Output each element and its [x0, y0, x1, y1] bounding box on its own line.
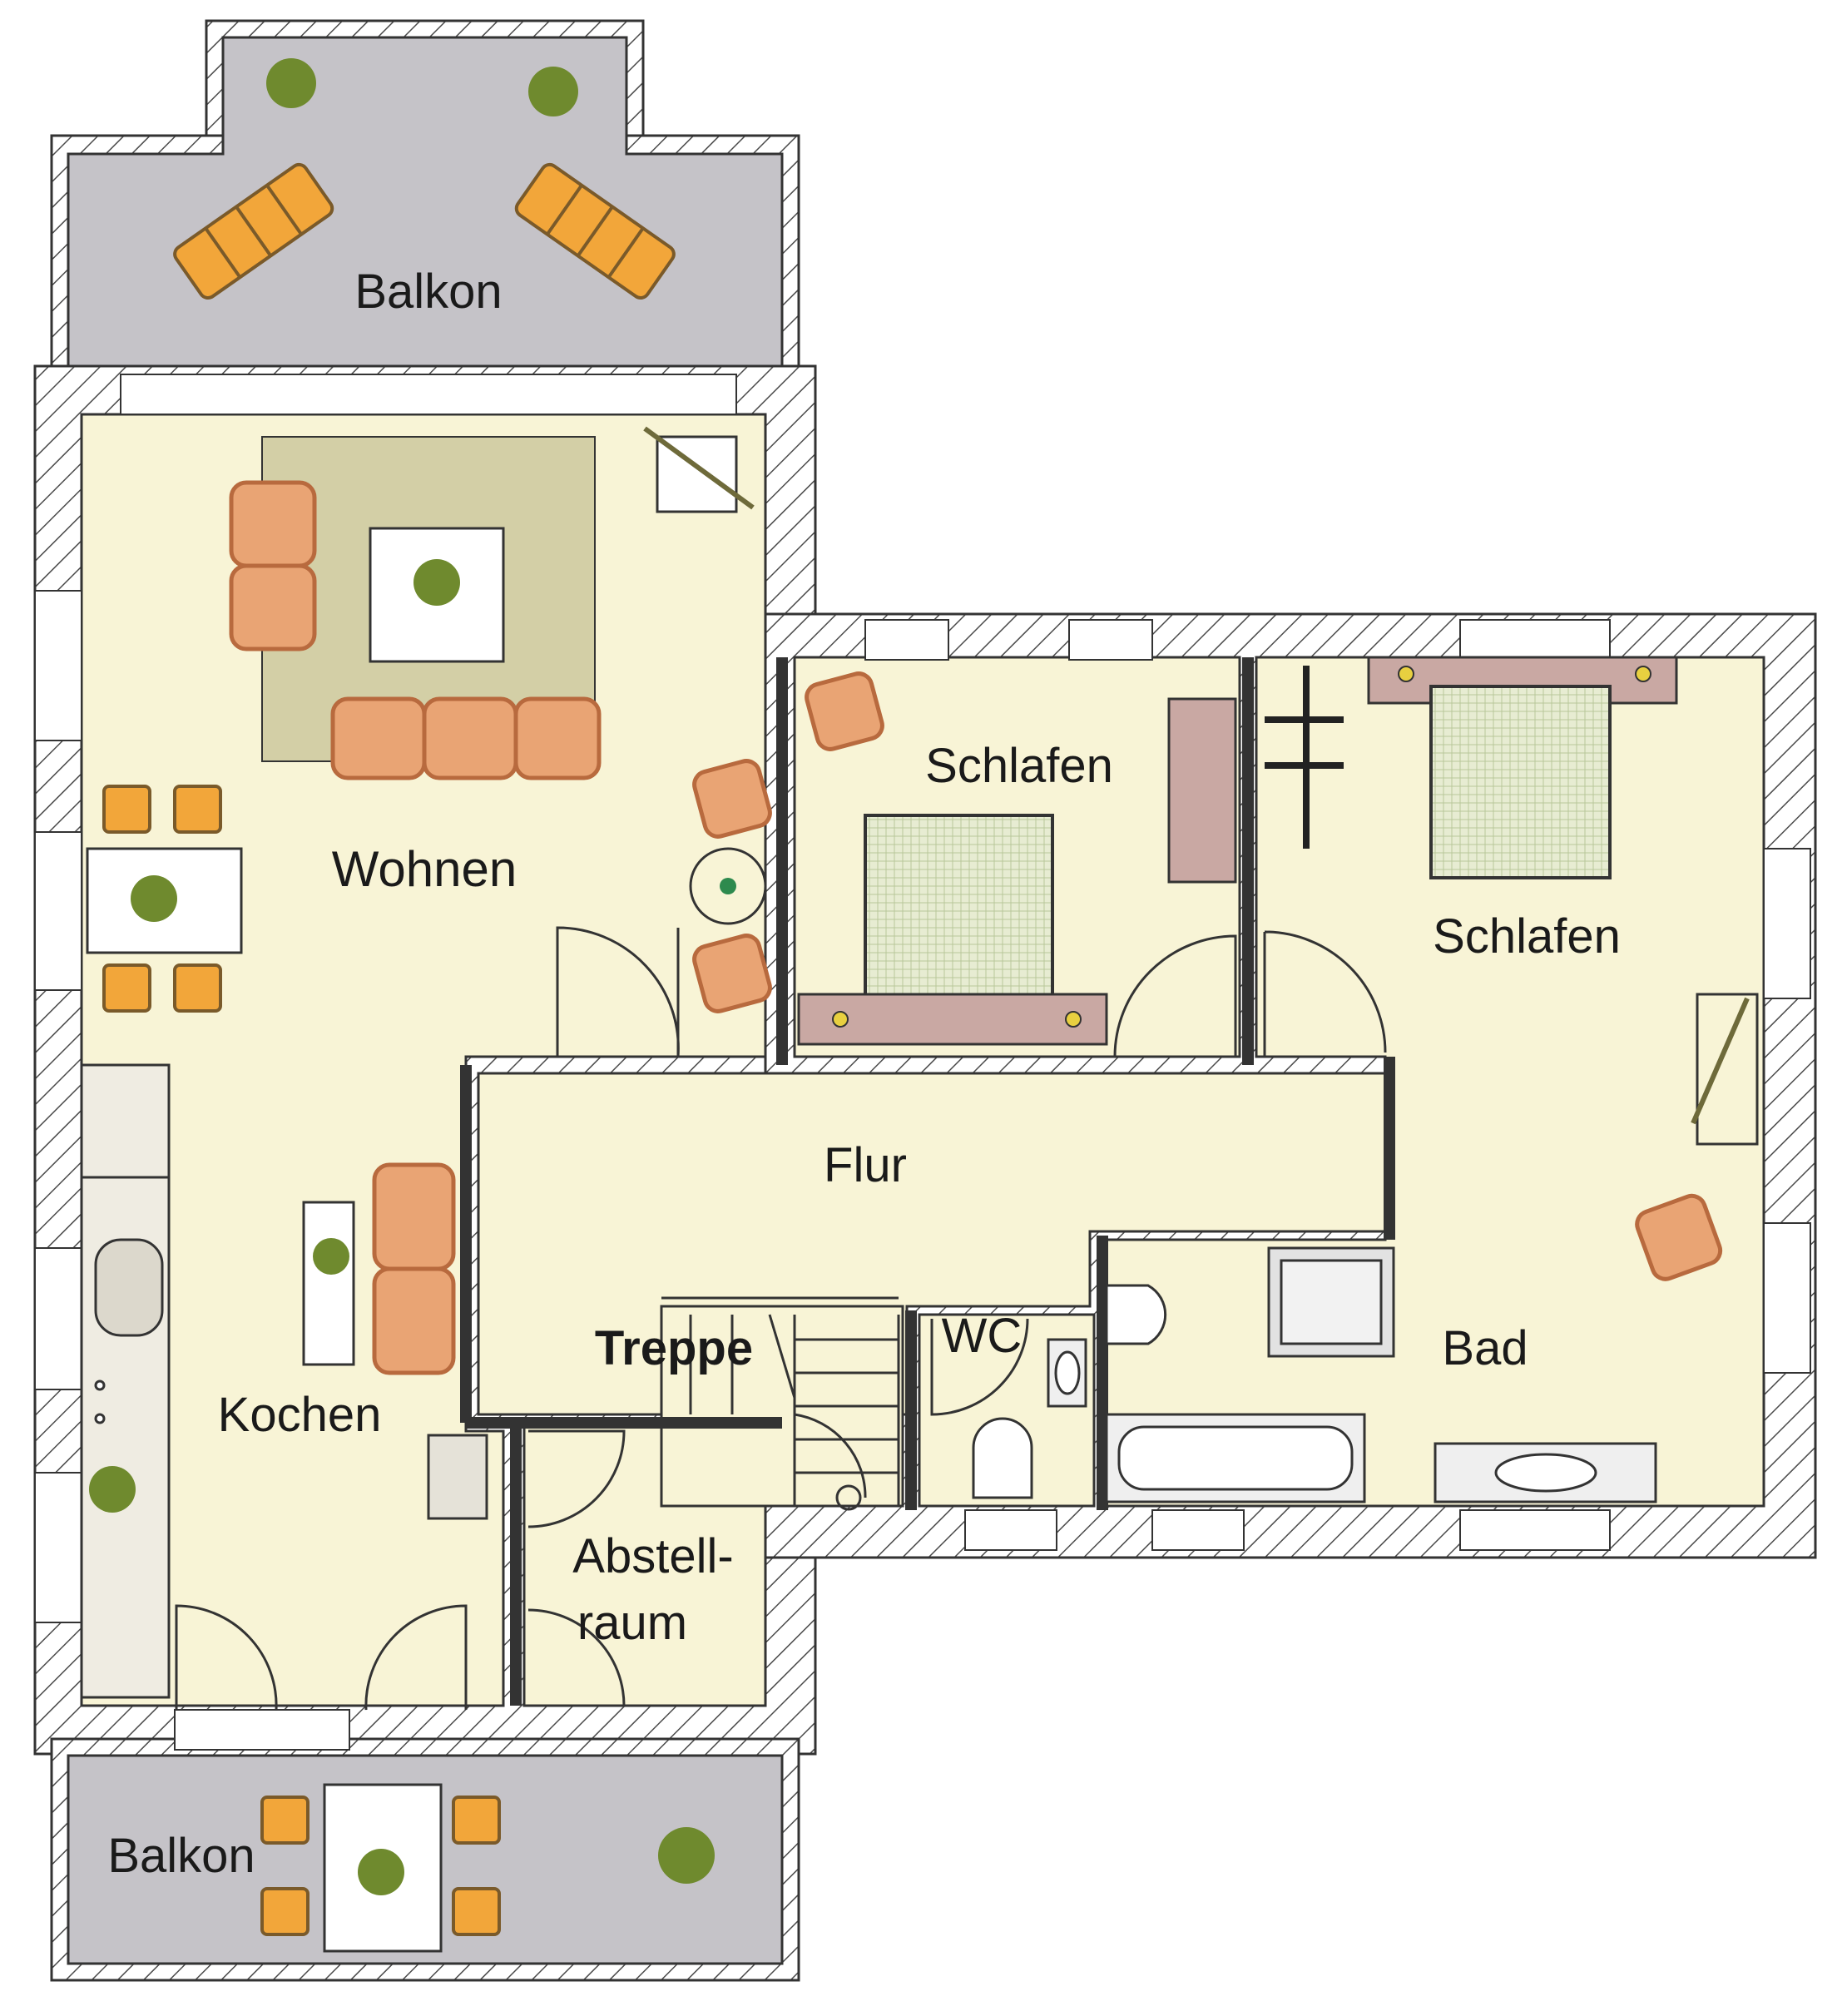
bed-right	[1367, 656, 1678, 879]
label-balkon-bottom: Balkon	[107, 1829, 255, 1883]
label-balkon-top: Balkon	[354, 265, 502, 319]
label-schlafen-left: Schlafen	[925, 739, 1113, 793]
bed-left	[797, 814, 1108, 1046]
coat-rack	[1265, 666, 1344, 849]
label-wohnen: Wohnen	[332, 841, 517, 897]
label-treppe: Treppe	[595, 1321, 753, 1375]
label-abstellraum-line1: Abstell-	[572, 1529, 733, 1583]
balcony-top	[67, 36, 784, 368]
armchairs	[692, 671, 1723, 1281]
sofa	[229, 480, 602, 780]
kitchen-bench	[302, 1162, 488, 1520]
dining-table-wohnen	[86, 785, 243, 1013]
lounger-left	[173, 162, 334, 300]
side-table	[689, 847, 767, 925]
bathroom-fixtures	[1105, 1246, 1657, 1503]
label-bad: Bad	[1442, 1321, 1528, 1375]
label-schlafen-right: Schlafen	[1433, 909, 1621, 963]
staircase	[661, 1296, 900, 1511]
plant-icon	[266, 58, 715, 1884]
partition-walls	[460, 657, 1395, 1706]
wardrobe-left	[1167, 697, 1237, 884]
label-abstellraum-line2: raum	[577, 1596, 687, 1650]
plant-stand	[643, 426, 755, 513]
label-wc: WC	[942, 1309, 1023, 1363]
windows	[34, 374, 1811, 1751]
kitchen-counter	[80, 1063, 171, 1699]
wc-fixtures	[972, 1338, 1087, 1499]
dining-table-balcony	[260, 1783, 501, 1953]
doors	[175, 926, 1387, 1711]
plant-stand-right	[1691, 993, 1759, 1146]
label-flur: Flur	[824, 1138, 907, 1192]
lounger-right	[514, 162, 676, 300]
label-kochen: Kochen	[218, 1388, 382, 1442]
